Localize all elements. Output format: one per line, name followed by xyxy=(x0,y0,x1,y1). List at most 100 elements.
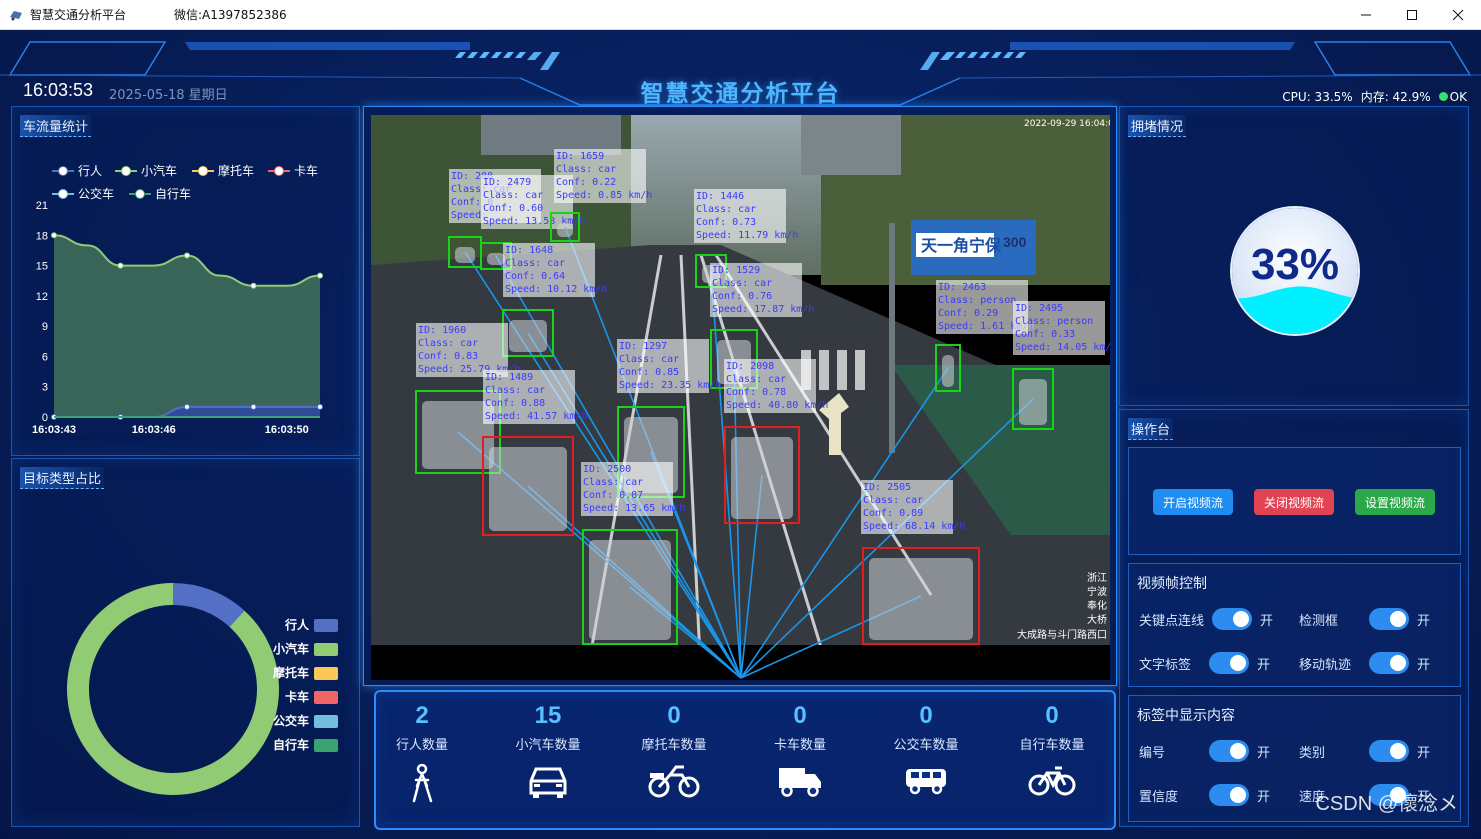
detection-label-text: Speed: 68.14 km/h xyxy=(863,521,965,532)
detection-label-text: Speed: 41.57 km/h xyxy=(485,411,587,422)
stream-settings-button[interactable]: 设置视频流 xyxy=(1355,489,1436,515)
frame-control-box: 视频帧控制 关键点连线开检测框开文字标签开移动轨迹开 xyxy=(1128,563,1461,687)
y-tick-label: 9 xyxy=(42,321,48,333)
legend-item[interactable]: 自行车 xyxy=(129,185,191,202)
detection-label-text: Speed: 14.05 km/h xyxy=(1015,342,1110,353)
stat-label: 卡车数量 xyxy=(773,738,826,753)
data-point[interactable] xyxy=(317,272,323,279)
legend-item[interactable]: 公交车 xyxy=(52,185,114,202)
video-timestamp: 2022-09-29 16:04:05 xyxy=(1024,119,1110,129)
detection-label-text: Class: person xyxy=(938,295,1016,306)
toggle-switch[interactable] xyxy=(1209,652,1249,674)
legend-label: 摩托车 xyxy=(218,164,255,178)
flow-stats-title: 车流量统计 xyxy=(20,115,92,137)
pie-legend-label: 摩托车 xyxy=(273,665,309,680)
pie-slice[interactable] xyxy=(173,583,245,627)
pie-legend-label: 行人 xyxy=(284,617,310,632)
detection-label-bg xyxy=(554,149,646,203)
detection-label-text: Class: car xyxy=(696,204,756,215)
video-location-2: 宁波 xyxy=(1087,585,1107,598)
toggle-switch[interactable] xyxy=(1212,608,1253,630)
switch-row: 移动轨迹开 xyxy=(1299,652,1430,674)
y-tick-label: 21 xyxy=(36,200,48,212)
legend-item[interactable]: 卡车 xyxy=(268,162,318,179)
video-location-5: 大成路与斗门路西口 xyxy=(1017,628,1107,641)
detection-label-text: Conf: 0.88 xyxy=(485,398,545,409)
data-point[interactable] xyxy=(117,262,124,269)
control-panel: 操作台 开启视频流 关闭视频流 设置视频流 视频帧控制 关键点连线开检测框开文字… xyxy=(1119,409,1469,827)
detection-label-text: Speed: 23.35 km/h xyxy=(619,380,721,391)
switch-state: 开 xyxy=(1260,613,1274,629)
data-point[interactable] xyxy=(250,403,257,410)
detection-box[interactable] xyxy=(724,426,800,524)
pie-slice[interactable] xyxy=(66,583,279,795)
start-stream-button[interactable]: 开启视频流 xyxy=(1153,489,1234,515)
detection-label-text: Speed: 13.58 km/h xyxy=(483,216,585,227)
pie-legend-swatch[interactable] xyxy=(314,643,338,656)
toggle-switch[interactable] xyxy=(1209,740,1249,762)
detection-label-bg xyxy=(617,339,709,393)
toggle-switch[interactable] xyxy=(1209,784,1249,806)
data-point[interactable] xyxy=(317,403,323,410)
status-indicator: OK xyxy=(1438,90,1467,104)
legend-item[interactable]: 行人 xyxy=(52,162,102,179)
frame-control-title: 视频帧控制 xyxy=(1137,576,1207,592)
detection-label-text: ID: 2463 xyxy=(938,282,986,293)
toggle-switch[interactable] xyxy=(1369,608,1409,630)
data-point[interactable] xyxy=(184,252,190,259)
detection-box[interactable] xyxy=(862,547,980,645)
toggle-switch[interactable] xyxy=(1369,784,1409,806)
minimize-button[interactable] xyxy=(1343,0,1389,30)
detection-label-bg xyxy=(710,263,802,317)
detection-label-bg xyxy=(483,370,575,424)
watermark: CSDN @懷淰メ xyxy=(1315,793,1458,815)
clock: 16:03:53 xyxy=(23,80,94,100)
billboard-title: 天一角宁保 xyxy=(921,236,1002,255)
data-point[interactable] xyxy=(184,403,190,410)
detection-label-text: ID: 1960 xyxy=(418,325,466,336)
switch-label: 移动轨迹 xyxy=(1299,657,1352,673)
pie-legend-swatch[interactable] xyxy=(314,667,338,680)
pie-legend-swatch[interactable] xyxy=(314,739,338,752)
detection-box[interactable] xyxy=(550,212,580,242)
dashboard: 智慧交通分析平台 16:03:53 2025-05-18 星期日 CPU: 33… xyxy=(0,30,1481,839)
detection-box[interactable] xyxy=(482,436,574,536)
memory-usage: 内存: 42.9% xyxy=(1360,90,1431,104)
toggle-switch[interactable] xyxy=(1369,652,1409,674)
detection-label-text: Class: car xyxy=(619,354,679,365)
keypoint-link xyxy=(740,367,949,679)
vehicle xyxy=(557,223,573,237)
detection-label-text: ID: 208 xyxy=(451,171,493,182)
y-tick-label: 12 xyxy=(36,291,48,303)
toggle-switch[interactable] xyxy=(1369,740,1409,762)
detection-label-bg xyxy=(503,243,595,297)
y-tick-label: 3 xyxy=(42,382,48,394)
close-icon xyxy=(1452,9,1464,21)
close-button[interactable] xyxy=(1435,0,1481,30)
detection-box[interactable] xyxy=(415,390,501,474)
legend-item[interactable]: 小汽车 xyxy=(115,162,177,179)
detection-label-text: Class: car xyxy=(712,278,772,289)
detection-label-bg xyxy=(724,359,816,413)
detection-label-text: Conf: 0.87 xyxy=(583,490,643,501)
detection-box[interactable] xyxy=(935,344,961,392)
pie-legend-swatch[interactable] xyxy=(314,691,338,704)
legend-marker-icon xyxy=(129,188,151,200)
detection-box[interactable] xyxy=(1012,368,1054,430)
detection-label-text: ID: 1659 xyxy=(556,151,604,162)
detection-box[interactable] xyxy=(582,529,678,645)
pie-legend-swatch[interactable] xyxy=(314,715,338,728)
pie-legend-swatch[interactable] xyxy=(314,619,338,632)
detection-label-text: Conf: 0.64 xyxy=(505,271,565,282)
legend-item[interactable]: 摩托车 xyxy=(192,162,254,179)
data-point[interactable] xyxy=(250,282,257,289)
stat-label: 公交车数量 xyxy=(893,738,959,753)
data-point[interactable] xyxy=(51,232,57,239)
stop-stream-button[interactable]: 关闭视频流 xyxy=(1254,489,1335,515)
detection-label-text: Speed: 11.79 km/h xyxy=(696,230,798,241)
switch-label: 置信度 xyxy=(1139,789,1179,805)
maximize-button[interactable] xyxy=(1389,0,1435,30)
